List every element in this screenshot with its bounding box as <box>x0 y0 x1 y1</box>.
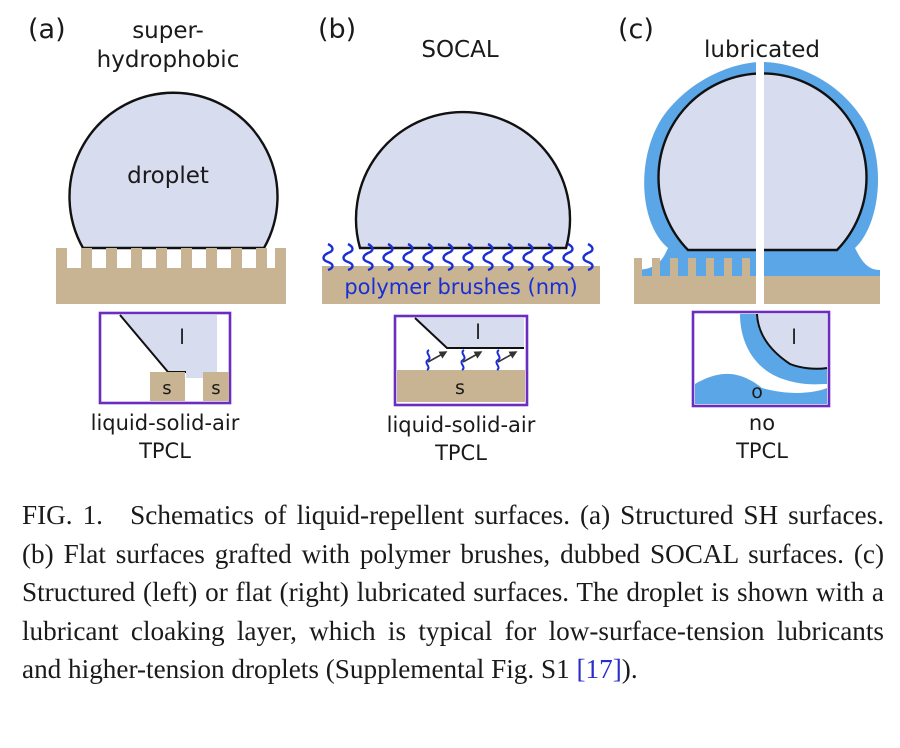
figure-caption: FIG. 1. Schematics of liquid-repellent s… <box>22 496 884 689</box>
panel-a-inset-liquid: l <box>179 325 185 349</box>
figure-illustration: (a) super- hydrophobic droplet l <box>28 14 880 465</box>
panel-b-substrate-label: polymer brushes (nm) <box>344 275 577 299</box>
caption-reference-link[interactable]: [17] <box>576 654 622 685</box>
panel-c-inset-oil: o <box>751 381 763 403</box>
panel-c-inset: l o <box>691 310 831 408</box>
panel-a-inset-solid-right: s <box>211 378 220 399</box>
panel-c-title: lubricated <box>704 37 820 63</box>
panel-b-tag: (b) <box>318 14 356 45</box>
panel-b-tpcl-line2: TPCL <box>434 441 487 465</box>
caption-text: FIG. 1. Schematics of liquid-repellent s… <box>22 500 884 685</box>
panel-b: (b) SOCAL polymer brushes (nm) <box>318 14 600 465</box>
panel-a-tpcl-line1: liquid-solid-air <box>91 411 240 435</box>
panel-b-substrate <box>322 266 600 304</box>
panel-c-tpcl-line2: TPCL <box>735 439 788 463</box>
panel-a-inset-solid-left: s <box>162 378 171 399</box>
panel-a: (a) super- hydrophobic droplet l <box>28 14 286 463</box>
panel-c-tag: (c) <box>618 14 654 45</box>
panel-c: (c) lubricated l o no T <box>618 14 880 463</box>
panel-a-tag: (a) <box>28 14 66 45</box>
panel-a-droplet-label: droplet <box>127 163 209 189</box>
panel-b-tpcl-line1: liquid-solid-air <box>387 413 536 437</box>
panel-a-title-line1: super- <box>132 18 204 44</box>
panel-a-tpcl-line2: TPCL <box>138 439 191 463</box>
panel-b-inset: l s <box>393 314 529 407</box>
panel-b-title: SOCAL <box>421 37 498 63</box>
panel-c-inset-liquid: l <box>791 325 797 349</box>
panel-b-inset-liquid: l <box>475 320 481 344</box>
panel-a-substrate <box>56 248 286 304</box>
panel-a-droplet <box>68 91 279 250</box>
caption-end: ). <box>621 654 638 685</box>
panel-c-divider <box>756 60 764 310</box>
panel-b-droplet <box>354 110 572 250</box>
panel-c-tpcl-line1: no <box>749 411 775 435</box>
panel-a-inset: l s s <box>98 311 232 405</box>
panel-a-title-line2: hydrophobic <box>97 47 240 73</box>
panel-b-inset-solid: s <box>455 377 465 399</box>
